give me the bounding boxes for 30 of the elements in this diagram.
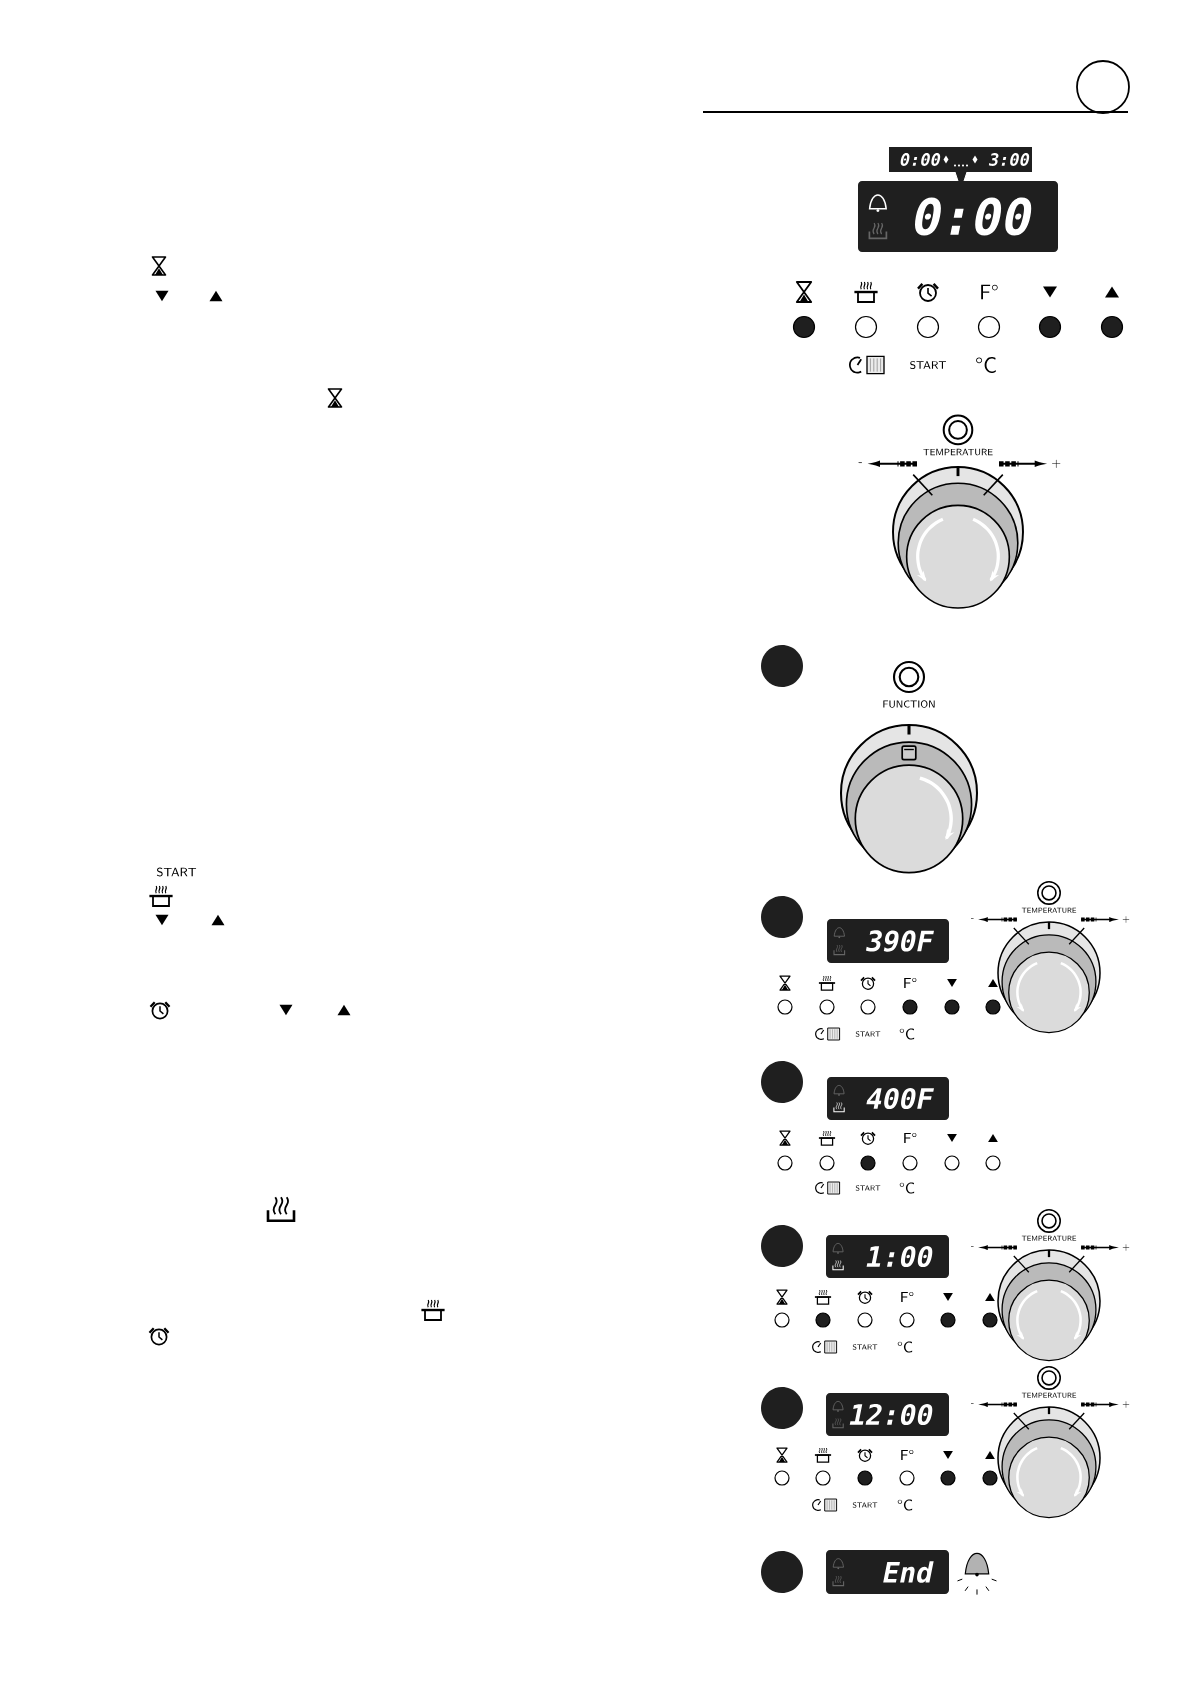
lcd-display: 0:00 [858,181,1058,252]
button-label: F° [904,977,917,989]
button-label: F° [904,1132,917,1144]
button-label: F° [901,1449,914,1461]
button-label: °C [899,1028,915,1040]
lcd-display: 390F [827,919,949,963]
button-label: °C [976,357,996,373]
button-label: F° [901,1291,914,1303]
knob-label: FUNCTION [883,700,935,708]
lcd-display: 12:00 [826,1393,949,1436]
label: 3:00 [988,153,1030,166]
minus-sign: - [971,918,974,919]
button-label: °C [897,1341,913,1353]
knob-label: TEMPERATURE [923,448,993,456]
lcd-display: 400F [827,1077,949,1120]
plus-sign: + [1122,916,1130,923]
minus-sign: - [858,462,862,464]
minus-sign: - [971,1403,974,1404]
button-label: START [156,867,197,877]
button-label: START [910,360,946,370]
button-label: F° [981,284,998,300]
button-label: °C [897,1499,913,1511]
minus-sign: - [971,1246,974,1247]
lcd-display: End [826,1550,949,1594]
button-label: °C [899,1182,915,1194]
plus-sign: + [1122,1401,1130,1408]
label: 0:00 [900,153,941,166]
plus-sign: + [1122,1244,1130,1251]
plus-sign: + [1052,459,1061,468]
lcd-display: 1:00 [826,1235,949,1278]
